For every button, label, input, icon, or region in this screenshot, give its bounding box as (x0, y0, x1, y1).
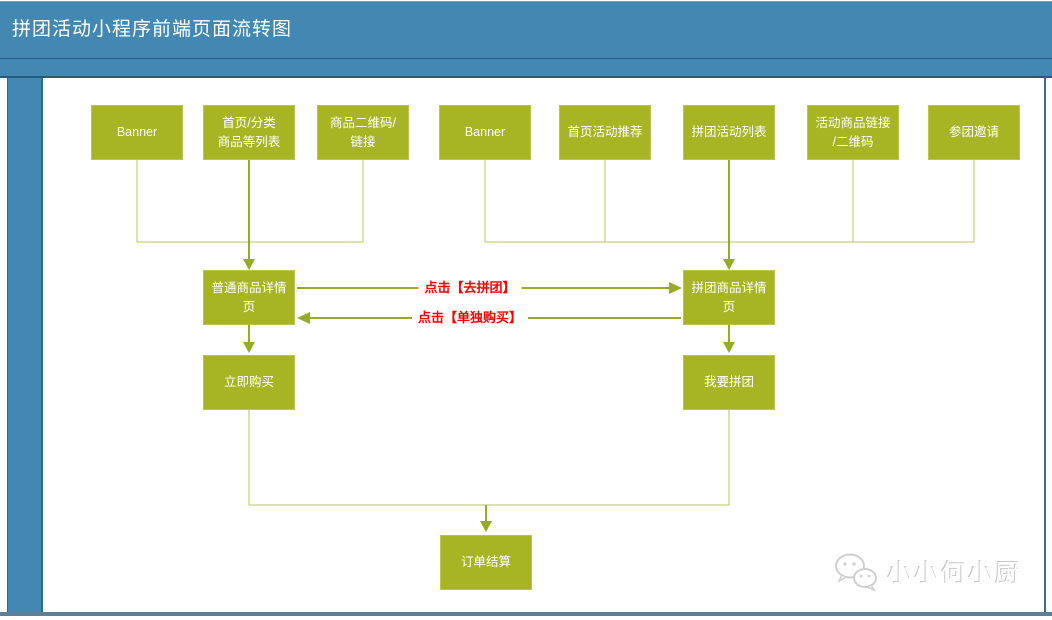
node-buy-now: 立即购买 (203, 355, 295, 410)
node-group-product-detail: 拼团商品详情 页 (683, 270, 775, 325)
arrowhead-buy-alone (297, 312, 310, 324)
edge-label-buy-alone: 点击【单独购买】 (411, 309, 529, 326)
watermark-text: 小小何小厨 (887, 560, 1023, 588)
node-normal-product-detail: 普通商品详情 页 (203, 270, 295, 325)
title-bar: 拼团活动小程序前端页面流转图 (0, 1, 1052, 60)
edge-label-go-group: 点击【去拼团】 (418, 279, 522, 296)
node-order-checkout: 订单结算 (440, 535, 532, 590)
node-group-activity-list: 拼团活动列表 (683, 105, 775, 160)
arrowhead-to-checkout (480, 521, 492, 532)
ribbon-strip (0, 59, 1052, 78)
node-product-qrcode-link: 商品二维码/ 链接 (317, 105, 409, 160)
connector-right-group (484, 160, 975, 243)
wechat-icon (835, 553, 877, 592)
left-sidebar (7, 78, 43, 612)
bottom-rule (0, 612, 1052, 616)
arrowhead-to-group-detail (723, 259, 735, 270)
connector-bottom-merge (248, 410, 730, 506)
arrowhead-to-want-group (723, 342, 735, 353)
page-title: 拼团活动小程序前端页面流转图 (12, 19, 293, 40)
watermark: 小小何小厨 (833, 551, 1022, 593)
node-home-category-list: 首页/分类 商品等列表 (203, 105, 295, 160)
canvas-right-border (1044, 78, 1046, 612)
node-banner-normal: Banner (91, 105, 183, 160)
node-group-invitation: 参团邀请 (928, 105, 1020, 160)
node-i-want-group: 我要拼团 (683, 355, 775, 410)
node-banner-activity: Banner (439, 105, 531, 160)
node-home-activity-recommend: 首页活动推荐 (559, 105, 651, 160)
arrowhead-go-group (669, 282, 682, 294)
connector-left-group (136, 160, 364, 243)
arrowhead-to-normal-detail (243, 259, 255, 270)
arrowhead-to-buy-now (243, 342, 255, 353)
node-activity-product-link: 活动商品链接 /二维码 (807, 105, 899, 160)
